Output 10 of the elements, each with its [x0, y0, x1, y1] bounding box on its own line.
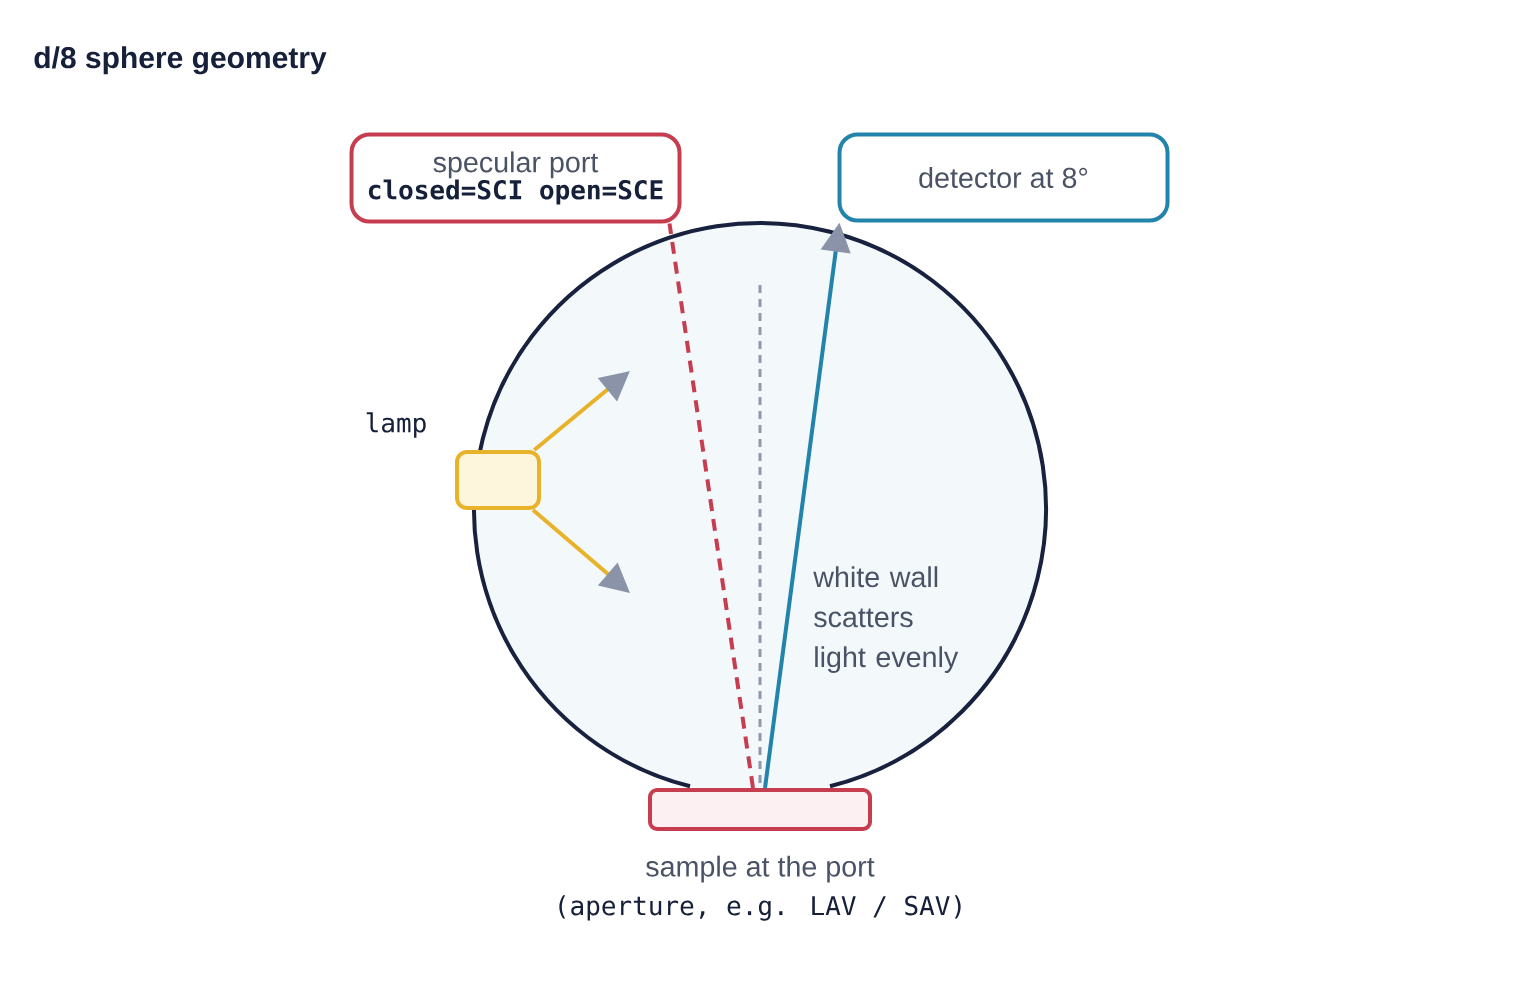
port-box: specular port closed=SCI open=SCE — [349, 132, 682, 224]
sample-label: sample at the port — [646, 855, 875, 883]
sample-box — [648, 788, 872, 831]
connector-line — [667, 223, 755, 789]
wall-note: white wall scatters light evenly — [813, 566, 959, 673]
title: d/8 sphere geometry — [34, 46, 327, 75]
lamp-label: lamp — [366, 412, 426, 438]
sample-label: (aperture, e.g. LAV / SAV) — [559, 895, 961, 921]
lamp-box — [455, 450, 541, 510]
detector-box: detector at 8° — [837, 132, 1170, 223]
